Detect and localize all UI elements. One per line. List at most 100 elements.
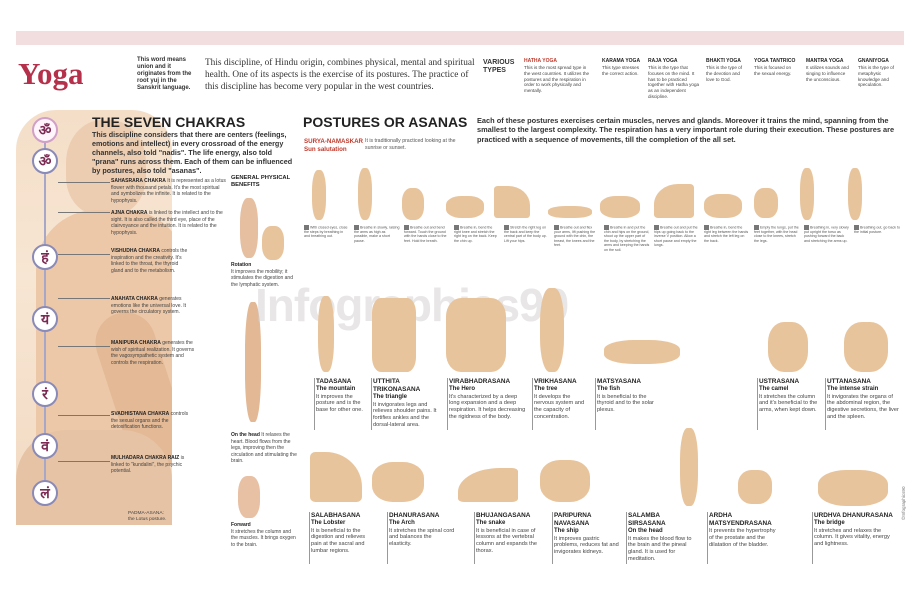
- urdhva-figure: [818, 470, 888, 506]
- leader-line: [58, 415, 110, 416]
- sun-figure-1: [312, 170, 326, 220]
- leader-line: [58, 182, 110, 183]
- leader-line: [58, 346, 110, 347]
- chakra-caption: SVADHISTANA CHAKRA controls the sexual o…: [111, 411, 189, 430]
- intro-text: This discipline, of Hindu origin, combin…: [205, 58, 475, 93]
- rotation-figure-legs: [262, 226, 284, 260]
- virabhadrasana-figure: [446, 298, 506, 372]
- leader-line: [58, 212, 110, 213]
- sun-figure-2: [358, 168, 372, 220]
- matsyasana-figure: [604, 340, 680, 364]
- caption-rule: [552, 512, 553, 564]
- postures-description: Each of these postures exercises certain…: [477, 116, 895, 144]
- sahasrara-chakra-icon: ॐ: [32, 117, 58, 143]
- vishudha-chakra-icon: हं: [32, 244, 58, 270]
- caption-rule: [309, 512, 310, 564]
- caption-rule: [314, 378, 315, 430]
- chakra-caption: ANAHATA CHAKRA generates emotions like t…: [111, 296, 187, 315]
- surya-namaskar-desc: It is traditionally practiced looking at…: [365, 138, 456, 151]
- chakras-description: This discipline considers that there are…: [92, 130, 293, 175]
- chakra-caption: VISHUDHA CHAKRA controls the inspiration…: [111, 248, 188, 274]
- vrikhasana-figure: [540, 288, 564, 372]
- trikonasana-figure: [372, 298, 416, 372]
- salabhasana-figure: [310, 452, 362, 502]
- chakra-caption: AJNA CHAKRA is linked to the intellect a…: [111, 210, 223, 236]
- sun-step: Breathe in slowly, raising the arms as h…: [354, 225, 400, 243]
- dhanurasana-figure: [372, 462, 424, 502]
- types-label: VARIOUS TYPES: [483, 59, 515, 75]
- chakras-heading: THE SEVEN CHAKRAS: [92, 114, 246, 130]
- sun-step: Empty the lungs, put the feet together, …: [754, 225, 799, 243]
- navasana-figure: [540, 460, 590, 502]
- sun-figure-11: [800, 168, 814, 220]
- manipura-chakra-icon: रं: [32, 381, 58, 407]
- page-title: Yoga: [18, 56, 84, 91]
- sun-figure-10: [754, 188, 778, 218]
- caption-rule: [447, 378, 448, 430]
- sun-figure-5: [494, 186, 530, 218]
- headstand-figure: [245, 302, 261, 422]
- forward-figure: [238, 476, 260, 518]
- caption-rule: [757, 378, 758, 430]
- sun-step: Stretch the right leg on the back and ke…: [504, 225, 547, 243]
- tadasana-figure: [318, 296, 334, 372]
- sun-figure-9: [704, 194, 742, 218]
- caption-rule: [825, 378, 826, 430]
- sun-step: With closed eyes, close the steps by bre…: [304, 225, 348, 239]
- benefits-heading: GENERAL PHYSICAL BENEFITS: [231, 175, 291, 188]
- caption-rule: [474, 512, 475, 564]
- sun-figure-12: [848, 168, 862, 220]
- leader-line: [58, 254, 110, 255]
- matsyendrasana-figure: [738, 470, 772, 504]
- caption-rule: [707, 512, 708, 564]
- sun-figure-7: [600, 196, 640, 218]
- sun-figure-3: [402, 188, 424, 220]
- sun-step: Breathe in and put the chin and hips on …: [604, 225, 650, 252]
- rotation-figure: [240, 198, 258, 258]
- caption-rule: [387, 512, 388, 564]
- caption-rule: [371, 378, 372, 430]
- leader-line: [58, 461, 110, 462]
- sun-step: Breathe in, bend the right leg between t…: [704, 225, 749, 243]
- sun-step: Breathe in, bend the right knee and stre…: [454, 225, 497, 243]
- uttanasana-figure: [844, 322, 888, 372]
- sun-step: Breathing out, go back to the initial po…: [854, 225, 900, 234]
- anahata-chakra-icon: यं: [32, 306, 58, 332]
- ustrasana-figure: [768, 322, 808, 372]
- leader-line: [58, 298, 110, 299]
- ajna-chakra-icon: ॐ: [32, 148, 58, 174]
- credit-text: ©Infographics90: [901, 486, 906, 520]
- sun-figure-8: [654, 184, 694, 218]
- caption-rule: [626, 512, 627, 564]
- padma-asana-caption: PADMA-ASANA: the Lotus posture.: [128, 511, 167, 522]
- caption-rule: [812, 512, 813, 564]
- sun-step: Breathe out and bend forward. Touch the …: [404, 225, 447, 243]
- sun-salutation-steps: With closed eyes, close the steps by bre…: [300, 225, 901, 265]
- sun-step: Breathing in, very slowly put upright th…: [804, 225, 849, 243]
- caption-rule: [595, 378, 596, 430]
- body-head: [66, 120, 146, 215]
- sirsasana-figure: [680, 428, 698, 506]
